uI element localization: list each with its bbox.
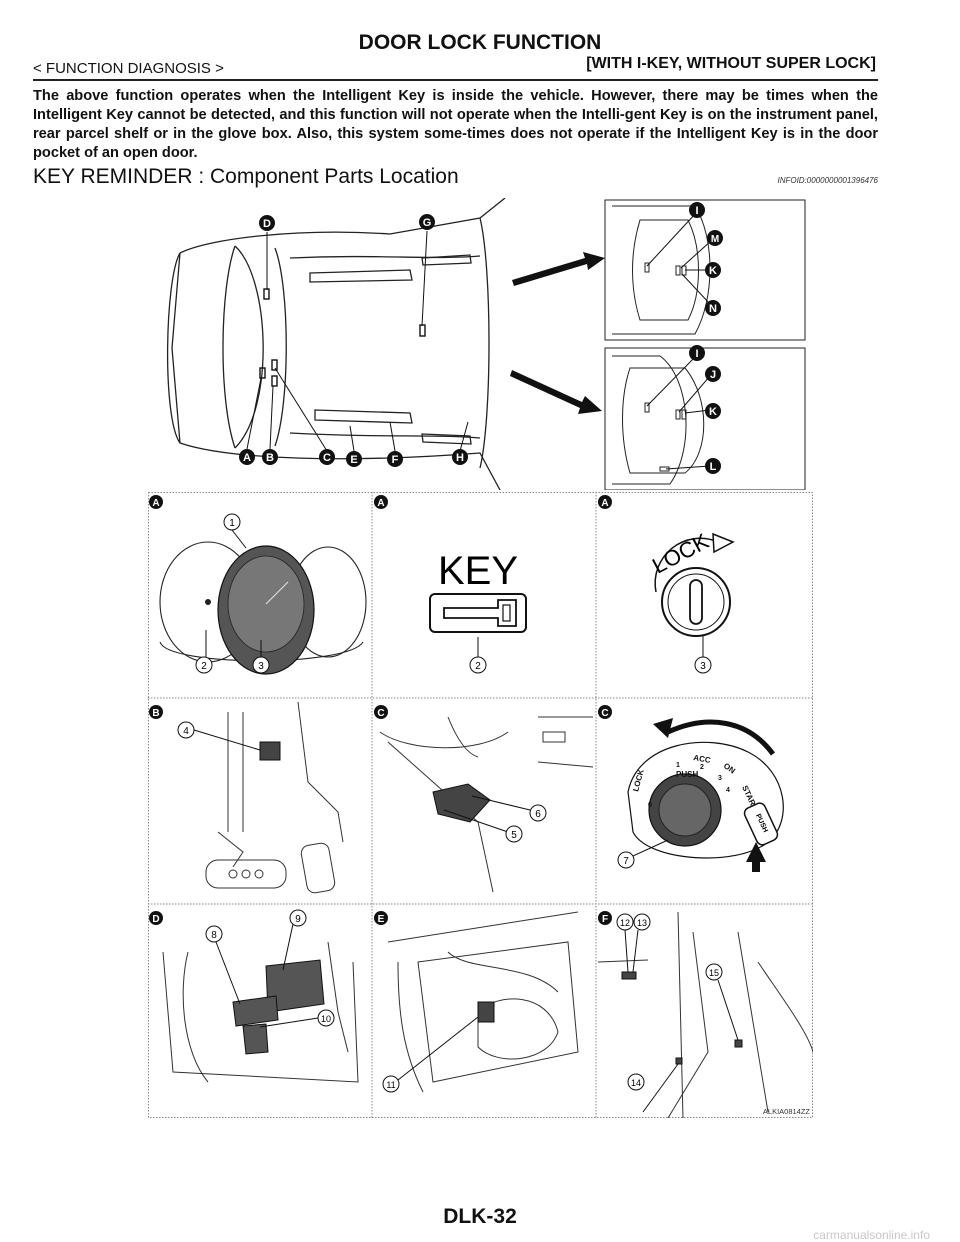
callout-f: F bbox=[387, 451, 403, 467]
section-label-right: [WITH I-KEY, WITHOUT SUPER LOCK] bbox=[586, 55, 876, 72]
svg-text:A: A bbox=[377, 498, 384, 509]
panel-e-door-actuator: E 11 bbox=[374, 911, 579, 1093]
svg-text:2: 2 bbox=[475, 661, 481, 672]
key-indicator-text: KEY bbox=[438, 549, 518, 593]
svg-text:G: G bbox=[423, 217, 432, 229]
panel-c-ignition-knob: C LOCK ACC ON START PUSH 0 1 2 3 4 PUSH … bbox=[598, 705, 784, 872]
inset-leaders bbox=[646, 212, 713, 470]
svg-text:0: 0 bbox=[648, 802, 652, 809]
svg-text:2: 2 bbox=[201, 661, 207, 672]
svg-text:E: E bbox=[350, 454, 357, 466]
svg-text:J: J bbox=[710, 369, 716, 381]
panel-a-key-indicator: A KEY 2 bbox=[374, 495, 527, 674]
svg-text:LOCK: LOCK bbox=[631, 768, 646, 792]
header-rule bbox=[33, 79, 878, 81]
callout-n: N bbox=[705, 300, 721, 316]
svg-text:7: 7 bbox=[623, 856, 629, 867]
svg-text:10: 10 bbox=[321, 1014, 331, 1024]
svg-text:H: H bbox=[456, 452, 464, 464]
svg-text:3: 3 bbox=[258, 661, 264, 672]
svg-text:I: I bbox=[695, 348, 698, 360]
svg-text:A: A bbox=[152, 498, 159, 509]
component-panels-grid: A 1 2 3 A KEY 2 A LOCK 3 B bbox=[148, 492, 813, 1118]
callout-k-top: K bbox=[705, 262, 721, 278]
callout-e: E bbox=[346, 451, 362, 467]
callout-i-top: I bbox=[689, 202, 705, 218]
svg-text:PUSH: PUSH bbox=[676, 770, 698, 779]
svg-text:C: C bbox=[601, 708, 608, 719]
svg-text:L: L bbox=[710, 461, 717, 473]
svg-text:8: 8 bbox=[211, 930, 217, 941]
panel-a-meter: A 1 2 3 bbox=[149, 495, 367, 675]
svg-text:D: D bbox=[152, 914, 159, 925]
svg-text:C: C bbox=[377, 708, 384, 719]
panel-c-steering-column: C 5 6 bbox=[374, 705, 594, 893]
callout-m: M bbox=[707, 230, 723, 246]
panel-b-pedal-switch: B 4 bbox=[149, 701, 344, 894]
info-id: INFOID:0000000001396476 bbox=[777, 176, 878, 185]
callout-k-bottom: K bbox=[705, 403, 721, 419]
intro-paragraph: The above function operates when the Int… bbox=[33, 88, 878, 161]
svg-text:1: 1 bbox=[229, 518, 235, 529]
svg-text:1: 1 bbox=[676, 762, 680, 769]
svg-text:F: F bbox=[392, 454, 399, 466]
callout-h: H bbox=[452, 449, 468, 465]
svg-text:I: I bbox=[695, 205, 698, 217]
svg-text:11: 11 bbox=[386, 1080, 395, 1090]
section-heading: KEY REMINDER : Component Parts Location bbox=[33, 165, 459, 188]
inset-bottom bbox=[604, 347, 806, 490]
svg-text:E: E bbox=[378, 914, 385, 925]
section-label-left: < FUNCTION DIAGNOSIS > bbox=[33, 60, 224, 77]
vehicle-outline bbox=[166, 198, 506, 490]
svg-text:K: K bbox=[709, 265, 717, 277]
callout-j: J bbox=[705, 366, 721, 382]
svg-text:A: A bbox=[601, 498, 608, 509]
svg-text:4: 4 bbox=[726, 787, 730, 794]
svg-text:A: A bbox=[243, 452, 251, 464]
page-number: DLK-32 bbox=[443, 1205, 517, 1228]
svg-text:B: B bbox=[152, 708, 159, 719]
svg-text:D: D bbox=[263, 218, 271, 230]
svg-text:4: 4 bbox=[183, 726, 189, 737]
svg-text:N: N bbox=[709, 303, 717, 315]
callout-b: B bbox=[262, 449, 278, 465]
callout-d: D bbox=[259, 215, 275, 231]
page-title: DOOR LOCK FUNCTION bbox=[358, 31, 602, 54]
figure-code: ALKIA0814ZZ bbox=[762, 1107, 810, 1116]
callout-l: L bbox=[705, 458, 721, 474]
panel-d-control-units: D 8 9 10 bbox=[149, 909, 359, 1083]
svg-text:3: 3 bbox=[700, 661, 706, 672]
svg-text:K: K bbox=[709, 406, 717, 418]
callout-a: A bbox=[239, 449, 255, 465]
svg-text:5: 5 bbox=[511, 830, 517, 841]
svg-text:6: 6 bbox=[535, 809, 541, 820]
pointer-arrows bbox=[510, 252, 605, 414]
svg-text:C: C bbox=[323, 452, 331, 464]
svg-text:ON: ON bbox=[722, 761, 737, 775]
grid-lines bbox=[148, 492, 813, 1118]
callout-badges: D G A B C E F H I M K N I J K L bbox=[239, 202, 723, 474]
svg-text:M: M bbox=[711, 234, 719, 245]
svg-text:2: 2 bbox=[700, 764, 704, 771]
panel-f-door-switches: F 12 13 14 15 bbox=[597, 911, 813, 1118]
watermark: carmanualsonline.info bbox=[813, 1228, 930, 1242]
svg-text:15: 15 bbox=[709, 968, 719, 978]
callout-c: C bbox=[319, 449, 335, 465]
svg-text:12: 12 bbox=[620, 918, 630, 928]
svg-text:3: 3 bbox=[718, 775, 722, 782]
callout-g: G bbox=[419, 214, 435, 230]
callout-i-bottom: I bbox=[689, 345, 705, 361]
panel-a-lock-indicator: A LOCK 3 bbox=[598, 495, 735, 674]
svg-text:9: 9 bbox=[295, 914, 301, 925]
svg-text:14: 14 bbox=[631, 1078, 641, 1088]
vehicle-location-diagram: D G A B C E F H I M K N I J K L bbox=[166, 198, 806, 490]
svg-text:ACC: ACC bbox=[693, 753, 712, 765]
leader-lines bbox=[246, 230, 469, 452]
svg-text:F: F bbox=[602, 914, 608, 925]
svg-text:B: B bbox=[266, 452, 274, 464]
svg-text:13: 13 bbox=[637, 918, 647, 928]
